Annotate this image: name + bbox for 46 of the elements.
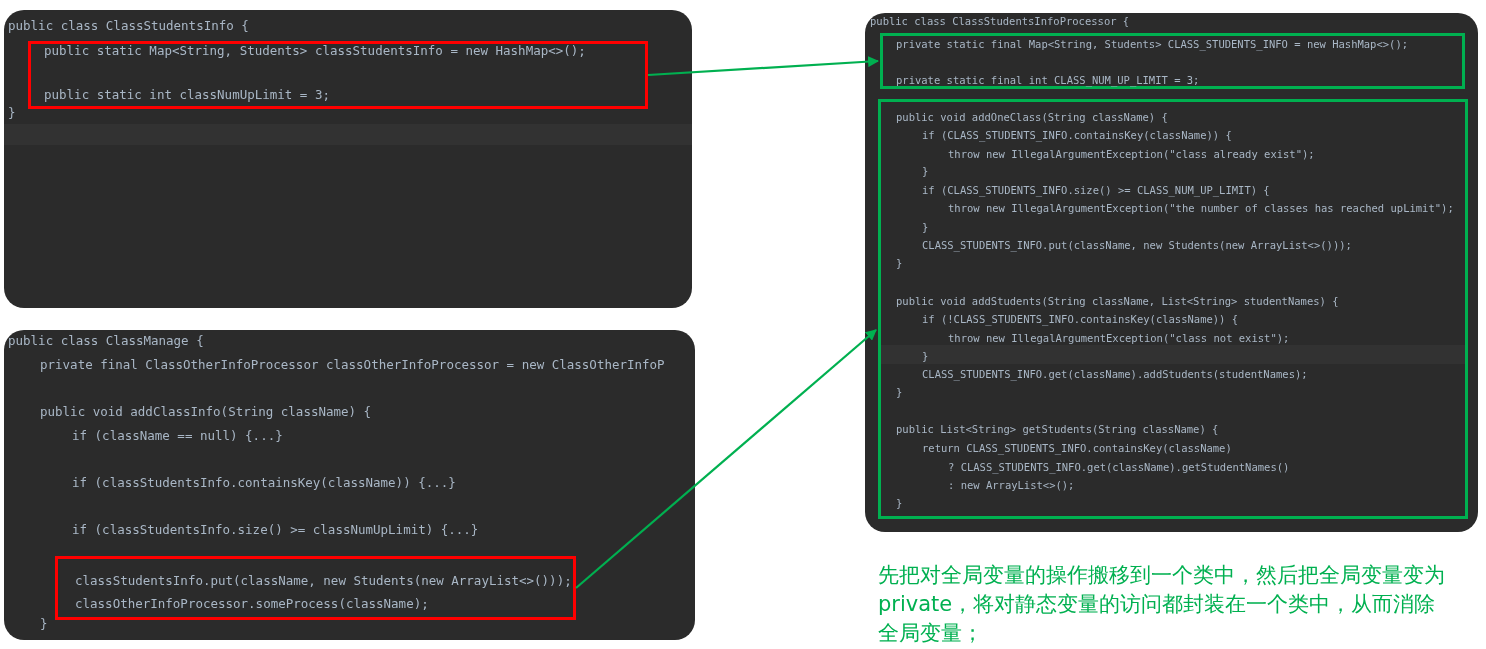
code-line: private static final Map<String, Students> CLASS_STUDENTS_INFO = new HashMap<>();: [896, 37, 1409, 52]
code-line: if (CLASS_STUDENTS_INFO.containsKey(className)) {: [922, 128, 1232, 143]
code-line: }: [896, 496, 903, 511]
code-line: }: [40, 616, 48, 632]
code-line: if (classStudentsInfo.containsKey(className)) {...}: [72, 475, 456, 491]
code-line: public class ClassStudentsInfoProcessor {: [870, 14, 1130, 29]
code-line: return CLASS_STUDENTS_INFO.containsKey(className): [922, 441, 1232, 456]
code-line: }: [922, 349, 929, 364]
code-panel: [865, 13, 1478, 532]
code-line: public List<String> getStudents(String className) {: [896, 422, 1219, 437]
code-line: classStudentsInfo.put(className, new Students(new ArrayList<>()));: [75, 573, 572, 589]
highlight-box: [28, 41, 648, 109]
code-line: private final ClassOtherInfoProcessor classOtherInfoProcessor = new ClassOtherInfoP: [40, 357, 665, 373]
code-line: }: [922, 164, 929, 179]
code-line: CLASS_STUDENTS_INFO.put(className, new Students(new ArrayList<>()));: [922, 238, 1352, 253]
code-line: private static final int CLASS_NUM_UP_LIMIT = 3;: [896, 73, 1200, 88]
code-line: public class ClassManage {: [8, 333, 204, 349]
code-line: }: [896, 256, 903, 271]
explanation-text: 先把对全局变量的操作搬移到一个类中，然后把全局变量变为private，将对静态变量的访问都封装在一个类中，从而消除全局变量；: [878, 562, 1446, 647]
highlight-box: [878, 99, 1468, 519]
code-line: }: [8, 105, 16, 121]
code-line: public void addOneClass(String className) {: [896, 110, 1168, 125]
code-line: public class ClassStudentsInfo {: [8, 18, 249, 34]
code-line: throw new IllegalArgumentException("the number of classes has reached upLimit");: [948, 201, 1454, 216]
code-line: }: [896, 385, 903, 400]
code-line: throw new IllegalArgumentException("class already exist");: [948, 147, 1315, 162]
arrow: [647, 56, 880, 77]
highlight-box: [880, 33, 1465, 89]
code-line: public static int classNumUpLimit = 3;: [44, 87, 330, 103]
code-line: CLASS_STUDENTS_INFO.get(className).addStudents(studentNames);: [922, 367, 1308, 382]
code-line: classOtherInfoProcessor.someProcess(className);: [75, 596, 429, 612]
code-line: public void addStudents(String className, List<String> studentNames) {: [896, 294, 1339, 309]
highlight-box: [55, 556, 576, 620]
code-line: if (!CLASS_STUDENTS_INFO.containsKey(className)) {: [922, 312, 1239, 327]
arrow: [575, 329, 877, 589]
code-line: : new ArrayList<>();: [948, 478, 1075, 493]
code-line: ? CLASS_STUDENTS_INFO.get(className).getStudentNames(): [948, 460, 1290, 475]
code-panel: [4, 10, 692, 308]
code-line: if (className == null) {...}: [72, 428, 283, 444]
code-line: if (CLASS_STUDENTS_INFO.size() >= CLASS_NUM_UP_LIMIT) {: [922, 183, 1270, 198]
code-panel: [4, 330, 695, 640]
code-line: throw new IllegalArgumentException("class not exist");: [948, 331, 1290, 346]
code-line: }: [922, 220, 929, 235]
code-line: if (classStudentsInfo.size() >= classNumUpLimit) {...}: [72, 522, 479, 538]
code-line: public static Map<String, Students> classStudentsInfo = new HashMap<>();: [44, 43, 586, 59]
code-line: public void addClassInfo(String className) {: [40, 404, 372, 420]
